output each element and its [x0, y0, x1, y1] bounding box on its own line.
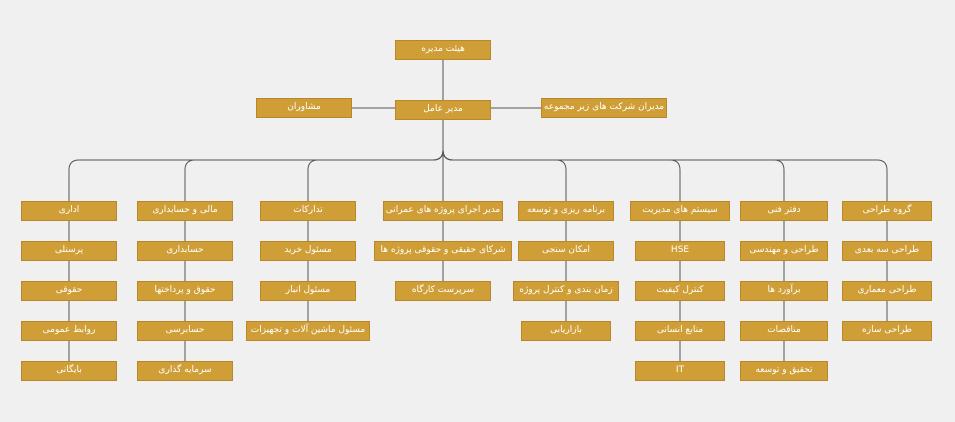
dept-item: HSE	[635, 241, 725, 261]
dept-title: تدارکات	[260, 201, 356, 221]
dept-item: بازاریابی	[521, 321, 611, 341]
dept-item: حقوقی	[21, 281, 117, 301]
connector-ceo-procurement	[307, 149, 444, 201]
connector-ceo-admin	[68, 149, 444, 201]
node-board: هیئت مدیره	[395, 40, 491, 60]
dept-item: شرکای حقیقی و حقوقی پروژه ها	[374, 241, 512, 261]
dept-title: مالی و حسابداری	[137, 201, 233, 221]
dept-item: مسئول ماشین آلات و تجهیزات	[246, 321, 370, 341]
connector-ceo-technical	[442, 149, 785, 201]
dept-item: طراحی سه بعدی	[842, 241, 932, 261]
dept-item: مناقصات	[740, 321, 828, 341]
dept-item: روابط عمومی	[21, 321, 117, 341]
dept-item: سرپرست کارگاه	[395, 281, 491, 301]
dept-title: اداری	[21, 201, 117, 221]
dept-item: منابع انسانی	[635, 321, 725, 341]
dept-title: دفتر فنی	[740, 201, 828, 221]
dept-item: برآورد ها	[740, 281, 828, 301]
dept-item: حقوق و پرداختها	[137, 281, 233, 301]
dept-item: طراحی و مهندسی	[740, 241, 828, 261]
dept-item: طراحی سازه	[842, 321, 932, 341]
node-subsidiaries: مدیران شرکت های زیر مجموعه	[541, 98, 667, 118]
connector-ceo-finance	[184, 149, 444, 201]
dept-item: بایگانی	[21, 361, 117, 381]
connector-ceo-management	[442, 149, 681, 201]
dept-title: سیستم های مدیریت	[630, 201, 730, 221]
connector-ceo-planning	[442, 149, 567, 201]
node-advisors: مشاوران	[256, 98, 352, 118]
dept-item: مسئول انبار	[260, 281, 356, 301]
node-ceo: مدیر عامل	[395, 100, 491, 120]
dept-title: مدیر اجرای پروژه های عمرانی	[383, 201, 503, 221]
dept-item: تحقیق و توسعه	[740, 361, 828, 381]
dept-item: امکان سنجی	[518, 241, 614, 261]
dept-item: حسابرسی	[137, 321, 233, 341]
dept-item: سرمایه گذاری	[137, 361, 233, 381]
dept-item: کنترل کیفیت	[635, 281, 725, 301]
dept-item: حسابداری	[137, 241, 233, 261]
dept-item: زمان بندی و کنترل پروژه	[513, 281, 619, 301]
dept-item: مسئول خرید	[260, 241, 356, 261]
dept-title: گروه طراحی	[842, 201, 932, 221]
dept-item: IT	[635, 361, 725, 381]
dept-title: برنامه ریزی و توسعه	[518, 201, 614, 221]
dept-item: پرسنلی	[21, 241, 117, 261]
connector-ceo-design	[442, 149, 888, 201]
dept-item: طراحی معماری	[842, 281, 932, 301]
